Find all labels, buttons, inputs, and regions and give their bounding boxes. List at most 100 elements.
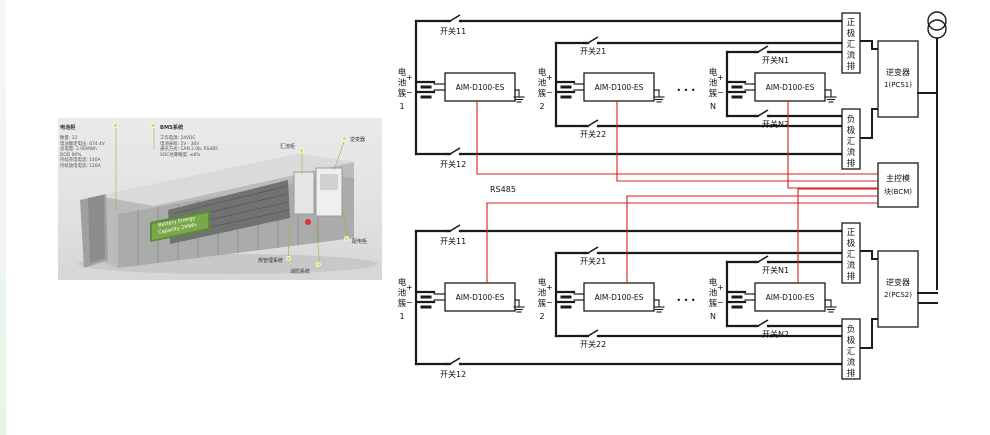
container-illustration xyxy=(78,128,378,274)
negative-busbar-label-char: 流 xyxy=(847,357,856,368)
cluster-label-char: 池 xyxy=(538,78,547,89)
switch-blade xyxy=(757,45,769,53)
switch-label: 开关12 xyxy=(440,369,466,379)
switch-label: 开关N2 xyxy=(762,329,789,339)
bcm-label: 块(BCM) xyxy=(884,187,912,196)
positive-busbar-label-char: 正 xyxy=(847,228,856,238)
cluster-label-char: 簇 xyxy=(709,298,718,309)
bms-spec: SOC估算精度: ≤8% xyxy=(160,152,201,158)
cluster-label-char: 池 xyxy=(709,78,718,89)
callout-bms: BMS系统 xyxy=(160,125,184,131)
pcs-label: 2(PCS2) xyxy=(884,291,912,299)
switch-blade xyxy=(757,319,769,327)
callout-dot xyxy=(316,262,321,267)
negative-busbar-label-char: 排 xyxy=(847,158,856,169)
cluster-label-char: 簇 xyxy=(538,88,547,99)
battery-plus: + xyxy=(406,283,413,292)
positive-busbar-label-char: 汇 xyxy=(847,250,856,260)
cluster-label-char: 簇 xyxy=(398,88,407,99)
switch-label: 开关12 xyxy=(440,159,466,169)
positive-busbar-label-char: 极 xyxy=(847,28,856,39)
rs485-line xyxy=(797,188,878,283)
negative-busbar-label-char: 负 xyxy=(847,114,856,125)
switch-contact xyxy=(459,229,463,233)
aim-module-label: AIM-D100-ES xyxy=(456,83,505,92)
positive-busbar-label-char: 流 xyxy=(847,260,856,271)
negative-busbar-label-char: 汇 xyxy=(847,347,856,357)
battery-spec: 持续放电电流: 120A xyxy=(60,163,101,169)
bus-to-pcs xyxy=(860,108,878,139)
cluster-index: 1 xyxy=(399,102,404,111)
rs485-line xyxy=(616,101,878,182)
rs485-line xyxy=(486,202,878,283)
callout-fire: 消防系统 xyxy=(290,269,311,275)
switch-label: 开关11 xyxy=(440,26,466,36)
rs485-line xyxy=(787,101,878,189)
callout-dot xyxy=(151,123,156,128)
bms-spec: 通讯方式: CAN 2.0b, RS485 xyxy=(160,147,218,153)
battery-plus: + xyxy=(546,283,553,292)
cluster-label-char: 池 xyxy=(398,78,407,89)
positive-busbar-label-char: 排 xyxy=(847,61,856,72)
switch-blade xyxy=(757,109,769,117)
bms-spec: 工作电源: 24VDC xyxy=(160,136,196,141)
pcs-label: 1(PCS1) xyxy=(884,81,912,89)
switch-contact xyxy=(597,41,601,45)
callout-combiner: 汇流柜 xyxy=(280,144,296,150)
switch-label: 开关22 xyxy=(580,339,606,349)
aim-module-box xyxy=(583,282,655,312)
switch-blade xyxy=(449,14,461,22)
battery-plus: + xyxy=(406,73,413,82)
switch-contact xyxy=(597,251,601,255)
bcm-box xyxy=(877,162,919,208)
battery-plus: + xyxy=(546,73,553,82)
switch-label: 开关22 xyxy=(580,129,606,139)
switch-contact xyxy=(767,50,771,54)
switch-label: 开关N2 xyxy=(762,119,789,129)
battery-plus: + xyxy=(717,73,724,82)
negative-busbar-label-char: 负 xyxy=(847,324,856,335)
bus-to-pcs xyxy=(860,40,878,50)
battery-spec: 总电量: 2.06MWh xyxy=(60,147,97,153)
callout-dot xyxy=(286,256,291,261)
callout-inverter: 逆变器 xyxy=(350,137,366,143)
cluster-label-char: 簇 xyxy=(709,88,718,99)
cluster-index: 2 xyxy=(539,312,544,321)
cluster-index: N xyxy=(710,102,716,111)
cluster-label-char: 电 xyxy=(709,67,718,78)
transformer-coil xyxy=(927,11,947,31)
switch-label: 开关21 xyxy=(580,256,606,266)
battery-spec: 电池额定电压: 674.4V xyxy=(60,141,105,147)
rs485-line xyxy=(476,101,878,175)
negative-busbar-label-char: 流 xyxy=(847,147,856,158)
negative-busbar-label-char: 排 xyxy=(847,368,856,379)
battery-system-schematic: 开关11开关12开关21开关22开关N1开关N2+−电池簇1AIM-D100-E… xyxy=(398,11,947,380)
cluster-label-char: 池 xyxy=(709,288,718,299)
negative-busbar-label-char: 极 xyxy=(847,335,856,346)
switch-label: 开关N1 xyxy=(762,55,789,65)
battery-minus: − xyxy=(717,298,724,307)
cluster-label-char: 簇 xyxy=(398,298,407,309)
cluster-label-char: 池 xyxy=(398,288,407,299)
callout-battery-cabinet: 电池柜 xyxy=(60,125,76,131)
aim-module-box xyxy=(754,282,826,312)
cluster-ellipsis: • • • xyxy=(676,86,695,95)
aim-module-box xyxy=(444,282,516,312)
switch-contact xyxy=(767,114,771,118)
callout-thermal: 热管理系统 xyxy=(258,258,284,264)
battery-minus: − xyxy=(546,298,553,307)
cluster-label-char: 电 xyxy=(709,277,718,288)
positive-busbar-label-char: 流 xyxy=(847,50,856,61)
switch-blade xyxy=(587,36,599,44)
switch-label: 开关21 xyxy=(580,46,606,56)
bus-to-pcs xyxy=(860,318,878,349)
pcs-box xyxy=(877,250,919,328)
aim-module-box xyxy=(754,72,826,102)
positive-busbar-label-char: 汇 xyxy=(847,40,856,50)
switch-blade xyxy=(587,119,599,127)
battery-plus: + xyxy=(717,283,724,292)
window-edge xyxy=(0,0,6,435)
